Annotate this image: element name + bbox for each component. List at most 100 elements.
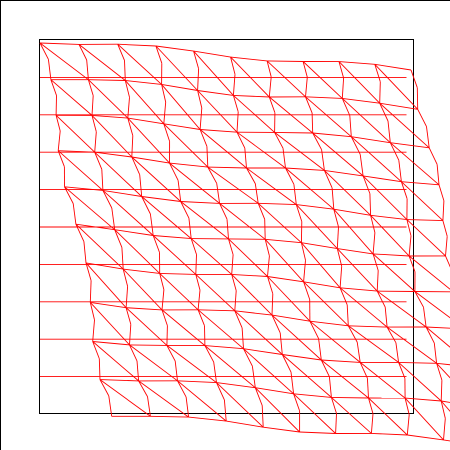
mesh-edge-diagonal: [376, 290, 427, 328]
mesh-edge-vertical: [94, 131, 97, 153]
mesh-edge-vertical: [323, 170, 333, 188]
mesh-edge-diagonal: [92, 341, 139, 382]
mesh-edge-horizontal: [436, 362, 450, 366]
mesh-edge-vertical: [333, 209, 339, 228]
mesh-edge-vertical: [267, 276, 274, 294]
mesh-edge-diagonal: [75, 223, 124, 270]
mesh-edge-diagonal: [141, 196, 192, 239]
mesh-edge-vertical: [261, 405, 264, 428]
mesh-edge-horizontal: [390, 142, 430, 149]
mesh-edge-horizontal: [102, 189, 142, 197]
mesh-edge-vertical: [204, 345, 215, 363]
mesh-edge-vertical: [398, 160, 402, 182]
mesh-edge-vertical: [335, 413, 337, 434]
mesh-edge-diagonal: [295, 204, 338, 249]
mesh-edge-horizontal: [426, 326, 450, 329]
mesh-edge-vertical: [408, 255, 416, 272]
mesh-edge-diagonal: [331, 397, 372, 434]
mesh-edge-horizontal: [258, 202, 297, 206]
mesh-edge-horizontal: [370, 214, 407, 221]
mesh-edge-vertical: [387, 120, 391, 143]
mesh-edge-vertical: [129, 324, 132, 345]
mesh-edge-diagonal: [368, 397, 408, 436]
mesh-edge-vertical: [290, 372, 295, 394]
mesh-edge-horizontal: [331, 396, 369, 399]
mesh-edge-vertical: [131, 135, 134, 158]
mesh-edge-horizontal: [233, 94, 270, 98]
mesh-edge-diagonal: [114, 229, 161, 274]
mesh-edge-horizontal: [340, 287, 378, 292]
mesh-edge-horizontal: [193, 50, 231, 58]
mesh-edge-diagonal: [293, 393, 336, 434]
mesh-edge-vertical: [305, 77, 308, 97]
mesh-edge-vertical: [267, 255, 270, 277]
mesh-edge-vertical: [108, 395, 113, 417]
mesh-edge-diagonal: [190, 238, 232, 275]
mesh-edge-vertical: [155, 45, 163, 64]
mesh-edge-diagonal: [312, 132, 364, 177]
mesh-edge-vertical: [152, 235, 160, 253]
mesh-edge-horizontal: [324, 169, 364, 177]
mesh-edge-vertical: [376, 270, 379, 292]
mesh-edge-vertical: [129, 344, 138, 362]
mesh-edge-diagonal: [285, 167, 335, 210]
mesh-edge-diagonal: [267, 276, 311, 322]
mesh-edge-vertical: [234, 310, 243, 328]
mesh-edge-diagonal: [102, 190, 154, 236]
mesh-edge-vertical: [199, 129, 208, 147]
mesh-edge-vertical: [303, 281, 311, 300]
mesh-edge-diagonal: [125, 307, 168, 346]
mesh-edge-diagonal: [161, 309, 206, 346]
mesh-edge-vertical: [359, 154, 364, 176]
mesh-edge-vertical: [414, 291, 424, 308]
mesh-edge-vertical: [161, 84, 167, 103]
mesh-edge-vertical: [241, 327, 244, 349]
mesh-edge-horizontal: [405, 397, 442, 402]
mesh-edge-vertical: [228, 238, 234, 255]
mesh-edge-diagonal: [138, 380, 189, 418]
mesh-edge-horizontal: [351, 136, 391, 144]
mesh-edge-horizontal: [58, 150, 95, 153]
mesh-edge-vertical: [124, 60, 126, 81]
mesh-edge-vertical: [219, 203, 228, 220]
mesh-edge-diagonal: [336, 248, 378, 292]
mesh-edge-vertical: [195, 254, 197, 275]
mesh-edge-vertical: [89, 302, 95, 321]
mesh-edge-diagonal: [197, 90, 238, 133]
mesh-edge-vertical: [141, 196, 151, 215]
mesh-edge-vertical: [85, 262, 92, 281]
mesh-edge-diagonal: [398, 362, 442, 402]
mesh-edge-diagonal: [372, 253, 416, 292]
mesh-edge-diagonal: [64, 186, 115, 231]
mesh-edge-horizontal: [94, 151, 132, 158]
mesh-edge-vertical: [362, 175, 371, 194]
mesh-edge-diagonal: [163, 123, 209, 168]
mesh-edge-vertical: [305, 96, 313, 114]
mesh-edge-vertical: [379, 103, 389, 122]
mesh-edge-vertical: [197, 90, 203, 109]
mesh-edge-diagonal: [169, 162, 220, 204]
mesh-edge-vertical: [231, 254, 234, 275]
mesh-edge-vertical: [303, 260, 306, 282]
mesh-edge-horizontal: [123, 268, 160, 274]
mesh-edge-diagonal: [282, 354, 332, 398]
mesh-edge-diagonal: [243, 348, 294, 395]
mesh-edge-vertical: [131, 156, 141, 175]
mesh-edge-vertical: [92, 341, 100, 359]
mesh-edge-vertical: [328, 376, 332, 398]
mesh-edge-vertical: [285, 167, 295, 185]
mesh-edge-vertical: [408, 235, 412, 257]
mesh-edge-horizontal: [85, 262, 124, 270]
mesh-edge-diagonal: [129, 344, 178, 382]
mesh-edge-horizontal: [126, 307, 163, 311]
mesh-edge-vertical: [379, 81, 381, 104]
mesh-edge-vertical: [359, 362, 368, 379]
mesh-edge-vertical: [372, 232, 376, 254]
mesh-edge-vertical: [127, 117, 134, 136]
mesh-edge-diagonal: [348, 325, 399, 363]
mesh-edge-vertical: [254, 387, 263, 406]
mesh-edge-vertical: [193, 50, 200, 69]
mesh-edge-vertical: [147, 396, 151, 417]
mesh-edge-vertical: [295, 204, 303, 222]
mesh-edge-vertical: [185, 396, 190, 418]
